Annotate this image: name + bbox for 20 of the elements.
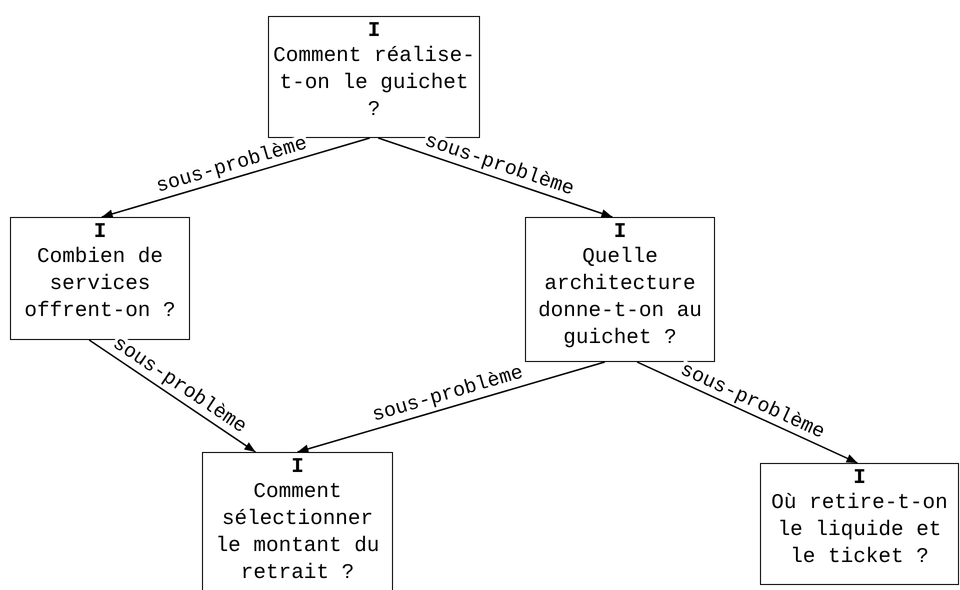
problem-box <box>525 217 715 362</box>
problem-text: Combien de services offrent-on ? <box>23 245 177 325</box>
arrow <box>102 137 370 218</box>
problem-text: Comment réalise-t-on le guichet ? <box>272 44 476 124</box>
arrow <box>636 361 858 464</box>
arrow <box>88 339 256 453</box>
problem-marker: I <box>291 457 304 479</box>
problem-marker: I <box>368 21 380 43</box>
problem-text: Où retire-t-on le liquide et le ticket ? <box>770 491 949 571</box>
arrow <box>378 137 613 218</box>
problem-marker: I <box>853 468 866 490</box>
problem-text: Quelle architecture donne-t-on au guichet ? <box>537 245 703 352</box>
problem-box <box>10 217 190 340</box>
problem-marker: I <box>94 222 106 244</box>
arrow <box>297 361 606 454</box>
problem-box <box>760 463 959 585</box>
problem-box <box>202 452 393 590</box>
problem-text: Comment sélectionner le montant du retrait ? <box>214 480 380 587</box>
problem-marker: I <box>614 222 626 244</box>
problem-box <box>268 16 480 138</box>
